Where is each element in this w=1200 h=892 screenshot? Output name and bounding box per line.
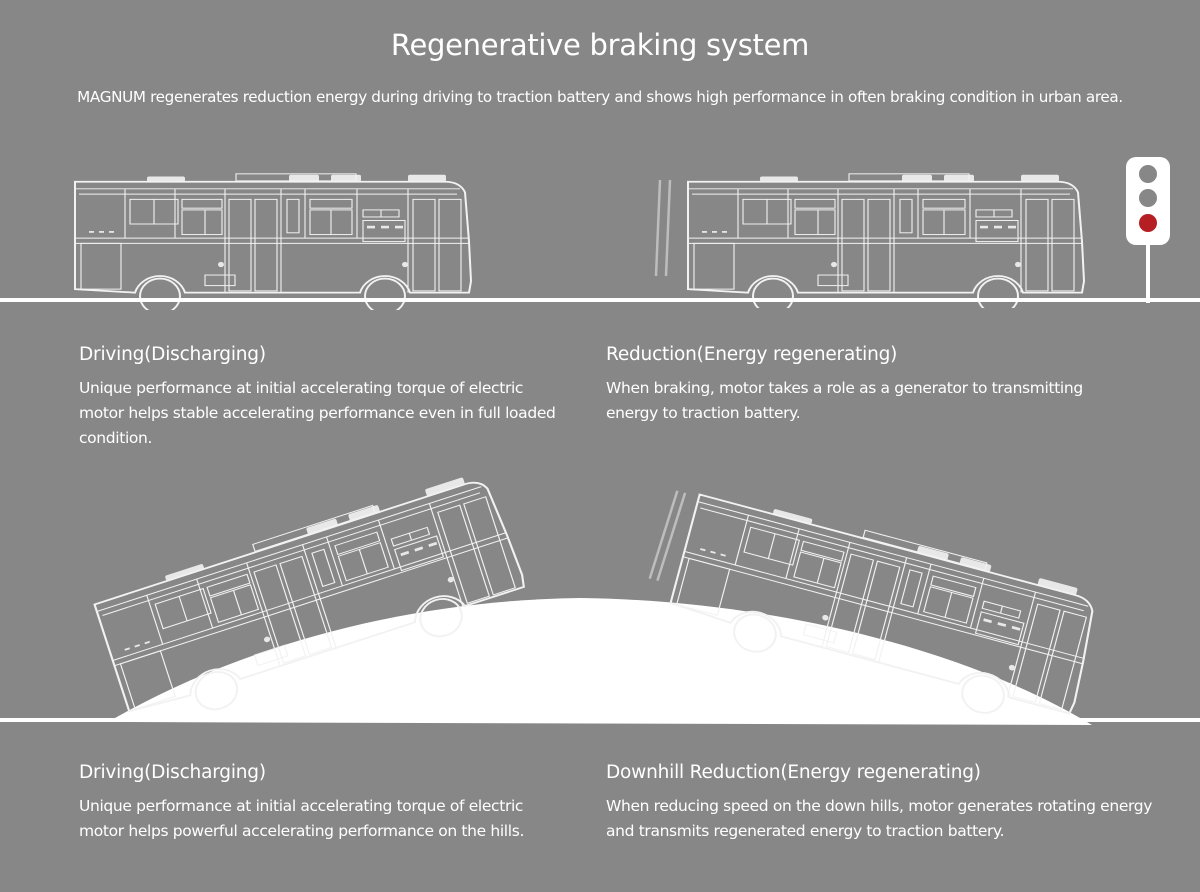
section-downhill-reduction: Downhill Reduction(Energy regenerating) … [606,760,1166,844]
section-heading: Downhill Reduction(Energy regenerating) [606,762,981,783]
traffic-light-lamp-red [1139,214,1157,232]
bus-downhill [648,485,1105,737]
road-line-bottom [0,718,1200,722]
page-title: Regenerative braking system [390,28,810,62]
section-heading: Driving(Discharging) [79,344,266,365]
bus-outline [74,172,472,310]
hill-shape [108,598,1092,725]
road-line-top [0,298,1200,302]
section-body: When reducing speed on the down hills, m… [606,797,1153,840]
section-body: When braking, motor takes a role as a ge… [606,379,1083,422]
section-driving-flat: Driving(Discharging) Unique performance … [79,342,569,451]
traffic-light-pole [1146,245,1150,303]
page-subtitle: MAGNUM regenerates reduction energy duri… [77,88,1123,106]
section-body: Unique performance at initial accelerati… [79,797,525,840]
traffic-light-lamp-top [1139,165,1157,183]
section-reduction-flat: Reduction(Energy regenerating) When brak… [606,342,1126,426]
section-heading: Reduction(Energy regenerating) [606,344,898,365]
bus-driving-flat-illustration [74,172,472,310]
section-heading: Driving(Discharging) [79,762,266,783]
hill-illustration [90,467,1105,737]
bus-braking-flat-illustration [654,172,1085,308]
section-driving-uphill: Driving(Discharging) Unique performance … [79,760,539,844]
section-body: Unique performance at initial accelerati… [79,379,556,447]
traffic-light [1126,157,1170,303]
motion-lines [654,179,672,277]
traffic-light-lamp-middle [1139,189,1157,207]
bus-outline [687,172,1085,308]
